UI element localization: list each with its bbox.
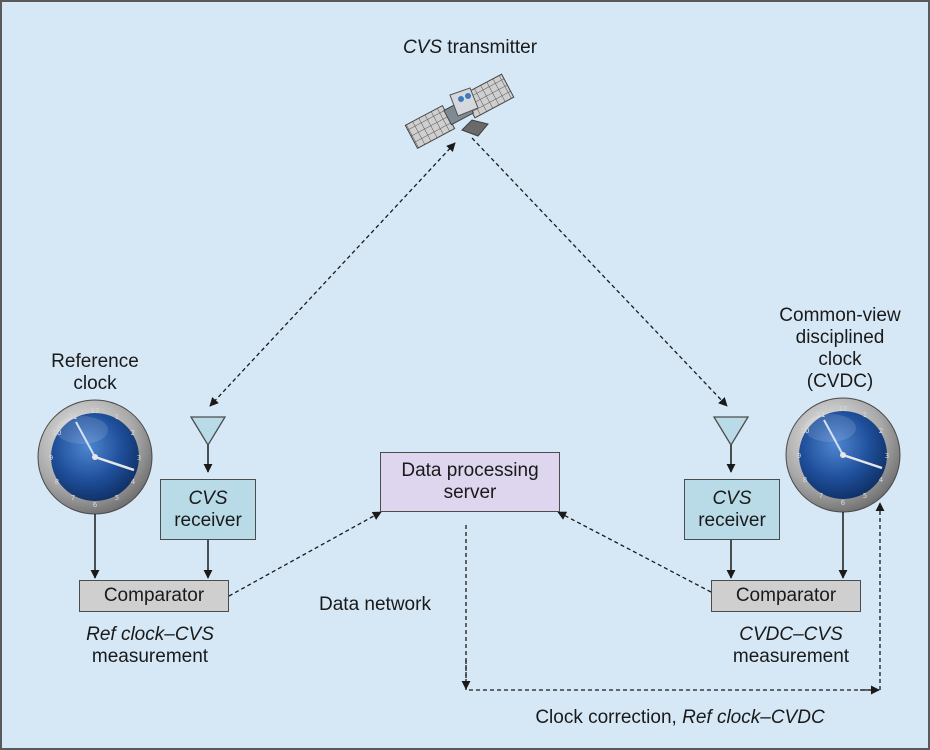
svg-text:10: 10	[53, 429, 62, 437]
svg-text:9: 9	[797, 452, 801, 460]
svg-text:7: 7	[819, 492, 823, 500]
cvdc-clock-label: Common-view disciplined clock (CVDC)	[779, 305, 901, 392]
data-network-label: Data network	[319, 594, 431, 615]
left-cvs-receiver: CVS receiver	[160, 479, 256, 540]
svg-text:6: 6	[841, 499, 846, 507]
svg-text:8: 8	[803, 476, 807, 484]
svg-text:4: 4	[131, 478, 136, 486]
svg-text:9: 9	[49, 454, 53, 462]
right-network-link	[557, 511, 712, 593]
right-comparator: Comparator	[711, 580, 861, 612]
right-measurement-label: CVDC–CVS measurement	[732, 624, 850, 667]
clock-correction-label: Clock correction, Ref clock–CVDC	[535, 707, 825, 728]
svg-text:1: 1	[115, 413, 119, 421]
svg-text:11: 11	[817, 411, 826, 419]
svg-text:5: 5	[863, 492, 867, 500]
satellite-icon	[404, 73, 515, 149]
svg-text:3: 3	[885, 452, 889, 460]
svg-text:3: 3	[137, 454, 141, 462]
right-cvs-receiver: CVS receiver	[684, 479, 780, 540]
svg-text:12: 12	[839, 405, 848, 413]
left-measurement-label: Ref clock–CVS measurement	[86, 624, 214, 667]
right-antenna-icon	[712, 416, 750, 447]
svg-text:10: 10	[801, 427, 810, 435]
left-comparator: Comparator	[79, 580, 229, 612]
sat-link-right	[471, 137, 728, 407]
svg-text:7: 7	[71, 494, 75, 502]
data-processing-server: Data processing server	[380, 452, 560, 512]
svg-text:11: 11	[69, 413, 78, 421]
sat-link-left	[209, 142, 456, 407]
svg-text:5: 5	[115, 494, 119, 502]
svg-text:12: 12	[91, 407, 100, 415]
svg-text:6: 6	[93, 501, 98, 509]
svg-text:4: 4	[879, 476, 884, 484]
svg-text:2: 2	[879, 427, 883, 435]
reference-clock-label: Reference clock	[51, 351, 139, 394]
svg-text:1: 1	[863, 411, 867, 419]
left-antenna-icon	[189, 416, 227, 447]
correction-path	[465, 525, 880, 691]
satellite-label: CVS transmitter	[402, 37, 538, 58]
svg-text:2: 2	[131, 429, 135, 437]
left-network-link	[228, 511, 382, 597]
svg-text:8: 8	[55, 478, 59, 486]
